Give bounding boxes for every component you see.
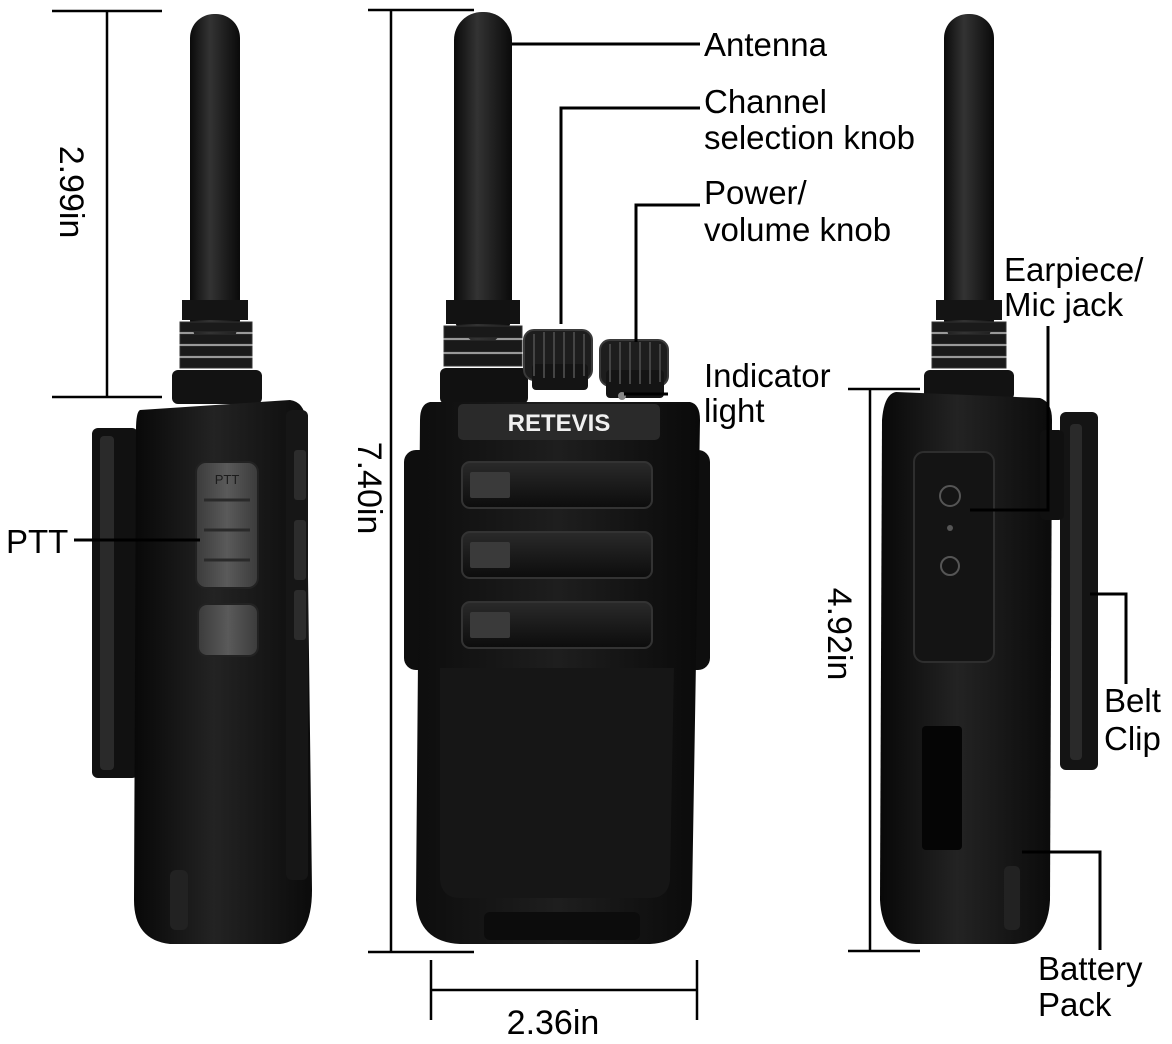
label-channel-knob-line1: Channel [704,83,827,120]
callout-lines [74,42,1128,950]
left-antenna [190,14,240,344]
dimension-total-height-value: 7.40in [350,442,388,535]
label-indicator-line1: Indicator [704,357,831,394]
right-antenna [944,14,994,344]
left-radio-body [134,400,312,944]
channel-selection-knob [523,329,593,390]
dimension-total-height [368,8,474,954]
ptt-key-text: PTT [215,472,240,487]
speaker-grille [461,461,653,649]
label-belt-line1: Belt [1104,682,1161,719]
dimension-antenna [52,9,162,399]
center-radio-front-view: RETEVIS [404,12,710,944]
dimension-width-value: 2.36in [507,1004,600,1042]
label-power-knob-line2: volume knob [704,211,891,248]
left-belt-clip [92,428,138,778]
center-lower-panel [440,668,674,898]
monitor-key [197,603,259,657]
brand-logo-plate [458,404,660,440]
label-antenna: Antenna [704,26,828,63]
dimension-antenna-length: 2.99in [52,146,90,239]
label-earpiece-line1: Earpiece/ [1004,251,1144,288]
brand-logo: RETEVIS [508,410,611,437]
label-earpiece-line2: Mic jack [1004,286,1124,323]
left-radio-side-view: PTT [92,14,312,944]
label-battery-line2: Pack [1038,986,1112,1023]
dimension-width [429,960,699,1020]
power-volume-knob [599,339,669,398]
ptt-key [195,461,259,589]
label-battery-line1: Battery [1038,950,1143,987]
right-radio-side-view [880,14,1098,944]
label-power-knob-line1: Power/ [704,174,808,211]
label-belt-line2: Clip [1104,720,1161,757]
dimension-body-height-value: 4.92in [820,588,858,681]
label-channel-knob-line2: selection knob [704,119,915,156]
dimension-body-height [848,387,920,953]
label-indicator-line2: light [704,392,765,429]
label-ptt: PTT [6,523,68,560]
side-slot [922,726,962,850]
center-antenna [454,12,512,342]
